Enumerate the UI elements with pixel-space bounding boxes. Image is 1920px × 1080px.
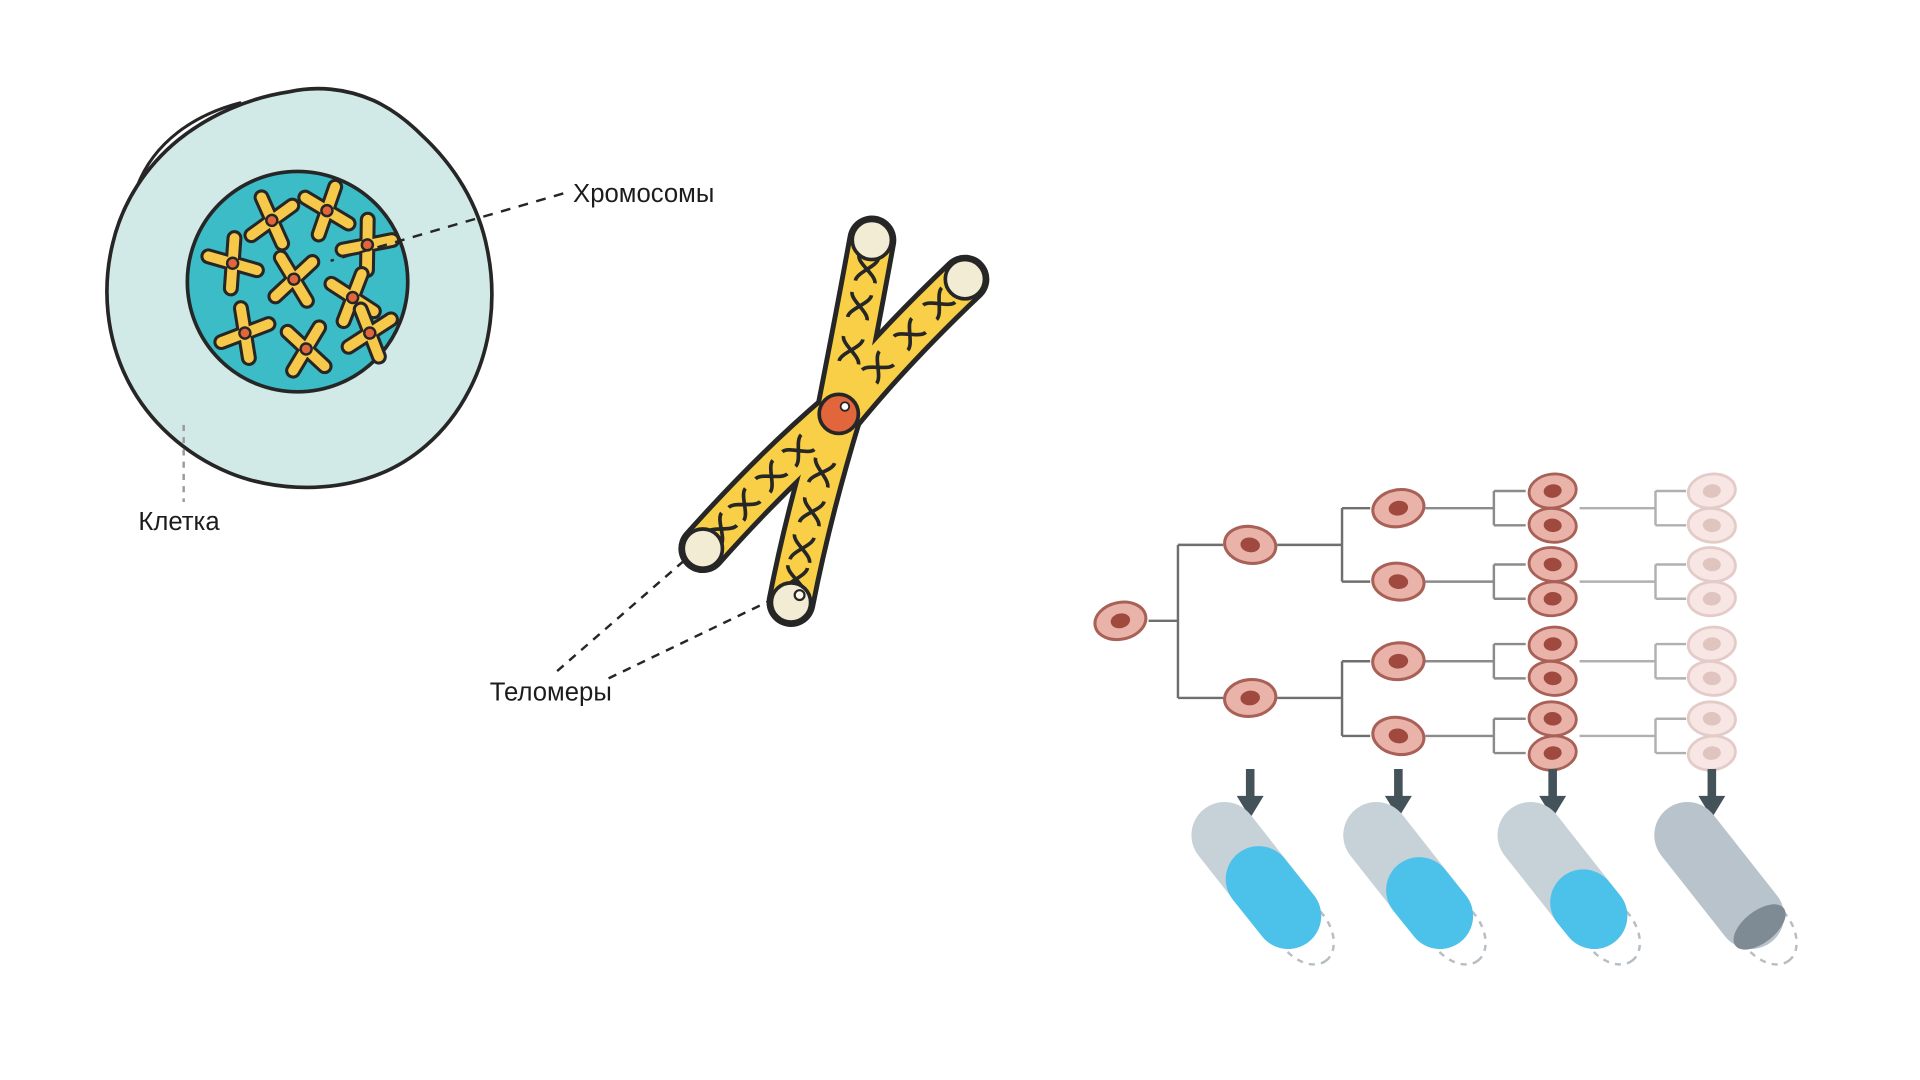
blue-cap (1225, 846, 1322, 949)
telomere-pointer-line-2 (608, 598, 772, 680)
telomere-tip-dot (793, 589, 806, 602)
telomere-cap-illustration-large (1191, 802, 1336, 966)
blue-cap (1550, 869, 1628, 949)
tree-cell (1368, 711, 1429, 761)
telomere-pointer-line-1 (556, 556, 689, 672)
tree-connectors-late (1579, 489, 1687, 755)
down-arrow-icon (1236, 768, 1264, 818)
down-arrow-icon (1539, 768, 1567, 818)
tree-cell-pairs (1525, 469, 1580, 775)
chromosomes-label-group: Хромосомы (330, 180, 714, 262)
tree-connectors-early (1148, 506, 1371, 738)
tree-cell (1089, 595, 1151, 646)
centromere (817, 392, 861, 436)
down-arrow-icon (1384, 768, 1412, 818)
cell-illustration (105, 86, 494, 490)
telomere-cap-row (1191, 802, 1798, 966)
chromosomes-label: Хромосомы (573, 180, 714, 208)
tree-cell (1369, 639, 1427, 683)
tree-cell (1220, 521, 1280, 569)
cell-label-group: Клетка (138, 424, 220, 536)
telomere-tips (681, 218, 987, 624)
tree-connectors-mid (1425, 489, 1526, 755)
chromosome-illustration (678, 215, 990, 627)
tree-cell (1221, 675, 1280, 721)
down-arrows (1236, 768, 1726, 818)
telomere-cap-illustration-medium (1343, 802, 1487, 966)
tree-cell (1369, 559, 1428, 605)
telomere-cap-illustration-small (1497, 802, 1642, 966)
cell-label: Клетка (138, 508, 220, 536)
division-tree (1089, 469, 1740, 775)
depleted-cap-opening (1733, 904, 1786, 950)
chromosomes-pointer-line (330, 192, 564, 262)
down-arrow-icon (1698, 768, 1726, 818)
telomere-cap-illustration-depleted (1654, 802, 1798, 966)
tree-cell-pairs-faded (1684, 469, 1740, 775)
blue-cap (1386, 857, 1474, 949)
telomeres-label: Теломеры (490, 678, 612, 706)
cell-membrane-detail (135, 101, 242, 188)
telomeres-label-group: Теломеры (490, 556, 772, 706)
tree-cell (1368, 484, 1429, 533)
